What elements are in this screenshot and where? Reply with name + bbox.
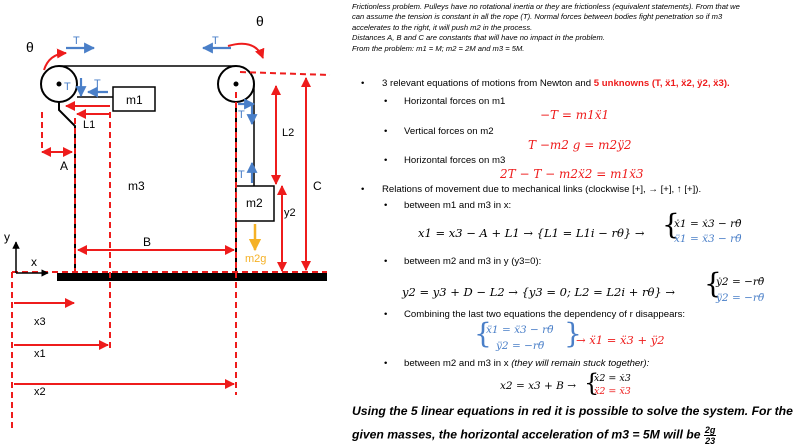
stuck-note: (they will remain stuck together): [511,358,650,369]
equation-7: x2 = x3 + B → [500,380,577,392]
pos-x1-label: x1 [34,348,46,360]
conclusion-line-1: Using the 5 linear equations in red it i… [352,404,793,418]
equation-4a: ẋ1 = ẋ3 − rθ̇ [674,218,742,230]
equation-4: x1 = x3 − A + L1 → {L1 = L1i − rθ} → [418,226,645,240]
tension-label-right: T [238,109,245,121]
equation-5: y2 = y3 + D − L2 → {y3 = 0; L2 = L2i + r… [402,285,676,299]
physics-diagram: θ θ T T T T T T m1 m2 m3 m2g L1 L2 A B C… [4,13,331,430]
angle-label-left: θ [26,39,34,55]
dim-A-label: A [60,159,68,173]
equation-6a: ẍ1 = ẍ3 − rθ̈ [486,324,554,336]
dashed-pulley-top [239,71,331,76]
dim-L1-label: L1 [83,119,95,131]
ground [57,273,327,281]
intro-line: can assume the tension is constant in al… [352,12,723,22]
brace: { [704,267,722,300]
intro-paragraph: Frictionless problem. Pulleys have no ro… [352,2,740,54]
equation-5a: ẏ2 = −rθ̇ [716,276,765,288]
equation-6-result: → ẍ1 = ẍ3 + ÿ2 [576,333,665,347]
pos-x2-label: x2 [34,386,46,398]
axis-y-label: y [4,230,10,244]
brace: { [584,369,600,397]
equation-3: 2T − T − m2ẍ2 = m1ẍ3 [500,167,644,181]
explanation-panel: Frictionless problem. Pulleys have no ro… [352,2,793,446]
weight-label: m2g [245,253,266,265]
equation-2: T −m2 g = m2ÿ2 [528,138,632,152]
intro-line: accelerates to the right, it will push m… [352,22,533,32]
conclusion-line-2: given masses, the horizontal acceleratio… [352,425,717,446]
equation-6b: ÿ2 = −rθ̈ [496,340,545,352]
equation-5b: ÿ2 = −rθ̈ [716,292,765,304]
tension-label-m2: T [238,169,245,181]
tension-label-m1: T [94,78,101,90]
pos-x3-label: x3 [34,316,46,328]
equation-7b: ẍ2 = ẍ3 [594,386,631,397]
block-m2-label: m2 [246,196,263,210]
tension-label-top-right: T [212,35,219,47]
dim-L2-label: L2 [282,127,294,139]
tension-label-top-left: T [73,35,80,47]
angle-label-right: θ [256,13,264,29]
pulley-left [40,65,78,103]
brace: { [474,317,492,350]
rotation-arrow-left [43,48,67,71]
equations-title: 3 relevant equations of motions from New… [382,78,592,89]
brace: } [564,317,582,350]
intro-line: Distances A, B and C are constants that … [352,33,605,43]
dim-B-label: B [143,235,151,249]
block-m1 [112,86,156,112]
equation-7a: ẋ2 = ẋ3 [594,373,631,384]
tension-label-left: T [64,81,71,93]
unknowns-label: 5 unknowns (T, ẍ1, ẍ2, ÿ2, ẍ3). [593,78,730,89]
dim-C-label: C [313,179,322,193]
intro-line: From the problem: m1 = M; m2 = 2M and m3… [352,43,525,53]
equation-1: −T = m1ẍ1 [540,108,610,122]
brace: { [662,208,680,241]
equation-4b: ẍ1 = ẍ3 − rθ̈ [674,233,742,245]
intro-line: Frictionless problem. Pulleys have no ro… [352,2,740,11]
block-m1-label: m1 [126,93,143,107]
axis-x-label: x [31,255,37,269]
dim-y2-label: y2 [284,207,296,219]
rotation-arrow-right [227,42,265,59]
block-m3-label: m3 [128,179,145,193]
